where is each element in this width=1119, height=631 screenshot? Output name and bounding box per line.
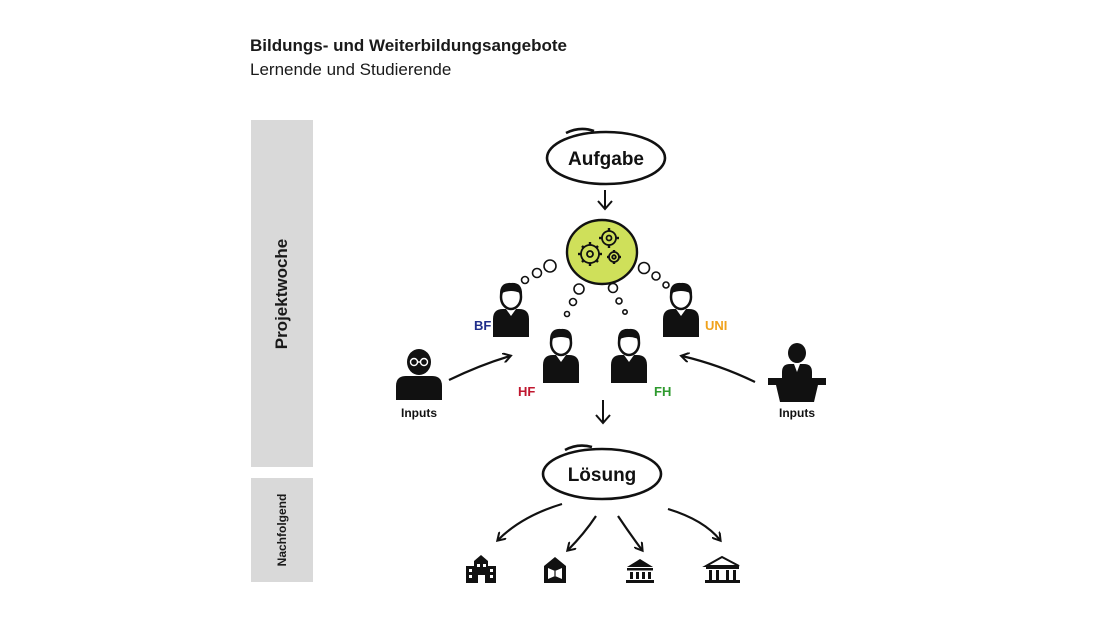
library-icon: [544, 557, 566, 583]
input-person-icon-left: [396, 349, 442, 400]
phase-bar-projektwoche: Projektwoche: [251, 120, 313, 467]
group-label-hf: HF: [518, 384, 535, 399]
input-label-right: Inputs: [779, 406, 815, 420]
arrow-input-left: [448, 356, 510, 381]
group-label-uni: UNI: [705, 318, 727, 333]
group-label-fh: FH: [654, 384, 671, 399]
page-subtitle: Lernende und Studierende: [250, 60, 452, 79]
gears-icon: [565, 218, 639, 286]
arrow-to-solution: [595, 400, 611, 425]
solution-bubble: [541, 444, 663, 501]
school-building-icon: [466, 555, 496, 583]
museum-icon: [626, 559, 654, 583]
arrow-input-right: [682, 356, 756, 383]
person-icon-hf: [541, 327, 581, 385]
person-icon-fh: [609, 327, 649, 385]
solution-label: Lösung: [568, 465, 637, 486]
person-icon-uni: [661, 281, 701, 339]
person-icon-bf: [491, 281, 531, 339]
arrow-output-1: [498, 502, 563, 540]
institution-icon: [702, 555, 740, 583]
group-label-bf: BF: [474, 318, 491, 333]
task-label: Aufgabe: [568, 149, 644, 170]
arrow-output-3: [617, 515, 642, 550]
phase-bar-nachfolgend: Nachfolgend: [251, 478, 313, 582]
arrow-output-2: [568, 515, 597, 550]
thought-bubbles: [520, 259, 670, 318]
page-title: Bildungs- und Weiterbildungsangebote: [250, 36, 568, 55]
speaker-podium-icon: [768, 343, 826, 402]
input-label-left: Inputs: [401, 406, 437, 420]
arrow-task-to-gears: [597, 190, 613, 211]
arrow-output-4: [667, 507, 720, 540]
task-bubble: [545, 127, 667, 186]
